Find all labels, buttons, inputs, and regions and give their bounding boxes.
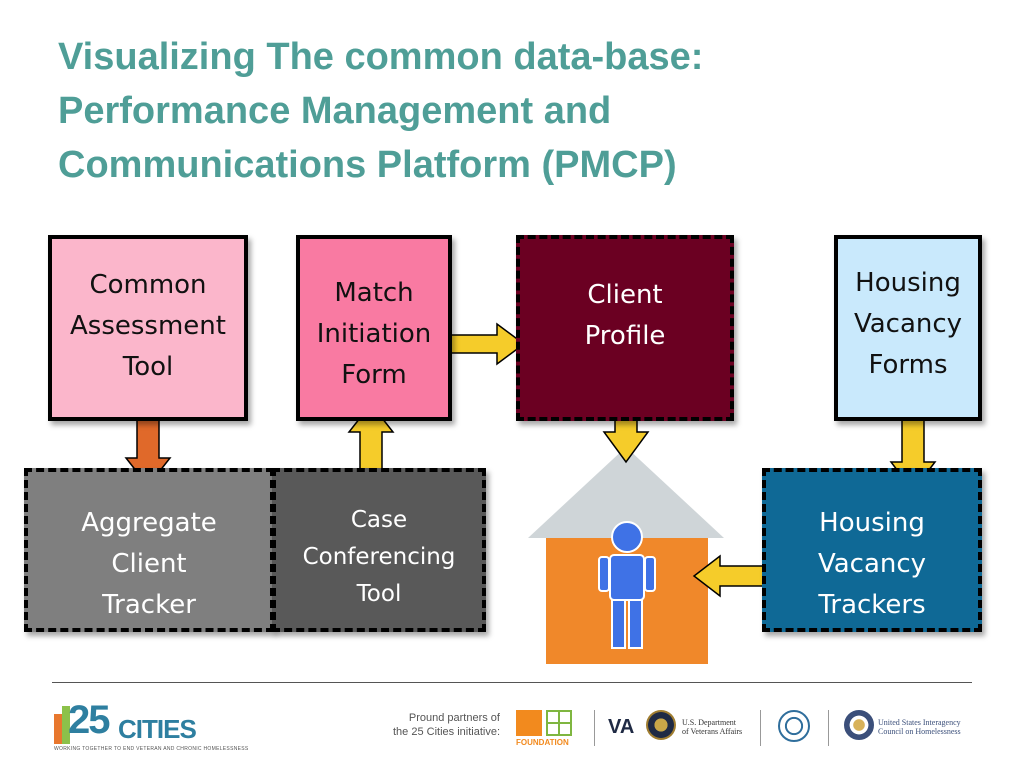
node-label: Profile — [584, 321, 666, 351]
person-icon — [598, 521, 656, 649]
va-short: VA — [608, 716, 635, 738]
home-depot-word: FOUNDATION — [516, 738, 569, 747]
home-depot-icon — [516, 710, 542, 736]
house-roof — [528, 447, 724, 538]
node-label: Client — [587, 280, 663, 310]
partner-separator — [760, 710, 761, 746]
title-line-3: Communications Platform (PMCP) — [58, 144, 677, 186]
node-aggregate-client-tracker: Aggregate Client Tracker — [24, 468, 274, 632]
logo-word: CITIES — [118, 714, 197, 744]
node-label: Form — [341, 360, 407, 390]
partners-line-2: the 25 Cities initiative: — [393, 726, 500, 738]
node-label: Trackers — [818, 590, 926, 620]
arrow-match-to-profile — [442, 322, 526, 366]
node-label: Conferencing — [302, 544, 456, 570]
title-line-2: Performance Management and — [58, 90, 612, 132]
node-label: Common — [89, 270, 207, 300]
node-label: Housing — [855, 268, 961, 298]
node-label: Tracker — [102, 590, 196, 620]
node-label: Tool — [356, 581, 402, 607]
node-label: Aggregate — [81, 508, 217, 538]
va-line-2: of Veterans Affairs — [682, 727, 743, 736]
slide-title: Visualizing The common data-base: Perfor… — [58, 30, 998, 192]
partner-separator — [828, 710, 829, 746]
footer-divider — [52, 682, 972, 683]
logo-bar-orange — [54, 714, 62, 744]
hud-seal-icon — [778, 710, 810, 742]
node-label: Assessment — [70, 311, 226, 341]
node-label: Vacancy — [817, 549, 927, 579]
grid-house-icon — [546, 710, 572, 736]
va-line-1: U.S. Department — [682, 718, 736, 727]
node-label: Case — [350, 507, 408, 533]
node-label: Match — [334, 278, 414, 308]
node-label: Initiation — [316, 319, 432, 349]
node-label: Vacancy — [853, 309, 963, 339]
home-depot-foundation-logo: FOUNDATION — [514, 708, 578, 748]
logo-number: 25 — [68, 698, 110, 742]
node-client-profile: Client Profile — [516, 235, 734, 421]
node-case-conferencing-tool: Case Conferencing Tool — [272, 468, 486, 632]
usich-line-1: United States Interagency — [878, 718, 961, 727]
usich-line-2: Council on Homelessness — [878, 727, 961, 736]
node-housing-vacancy-forms: Housing Vacancy Forms — [834, 235, 982, 421]
node-common-assessment-tool: Common Assessment Tool — [48, 235, 248, 421]
node-label: Client — [111, 549, 187, 579]
va-seal-icon — [646, 710, 676, 740]
node-label: Housing — [819, 508, 925, 538]
node-label: Forms — [868, 350, 948, 380]
va-logo: VA U.S. Department of Veterans Affairs — [606, 708, 746, 748]
partners-caption: Pround partners of the 25 Cities initiat… — [360, 711, 500, 739]
node-housing-vacancy-trackers: Housing Vacancy Trackers — [762, 468, 982, 632]
25-cities-logo: 25 CITIES WORKING TOGETHER TO END VETERA… — [52, 698, 248, 752]
logo-tagline: WORKING TOGETHER TO END VETERAN AND CHRO… — [54, 746, 249, 752]
usich-logo: United States Interagency Council on Hom… — [842, 708, 972, 748]
node-match-initiation-form: Match Initiation Form — [296, 235, 452, 421]
partner-separator — [594, 710, 595, 746]
partners-line-1: Pround partners of — [408, 712, 500, 724]
node-label: Tool — [122, 352, 174, 382]
usich-seal-icon — [844, 710, 874, 740]
logo-bar-green — [62, 706, 70, 744]
title-line-1: Visualizing The common data-base: — [58, 36, 704, 78]
